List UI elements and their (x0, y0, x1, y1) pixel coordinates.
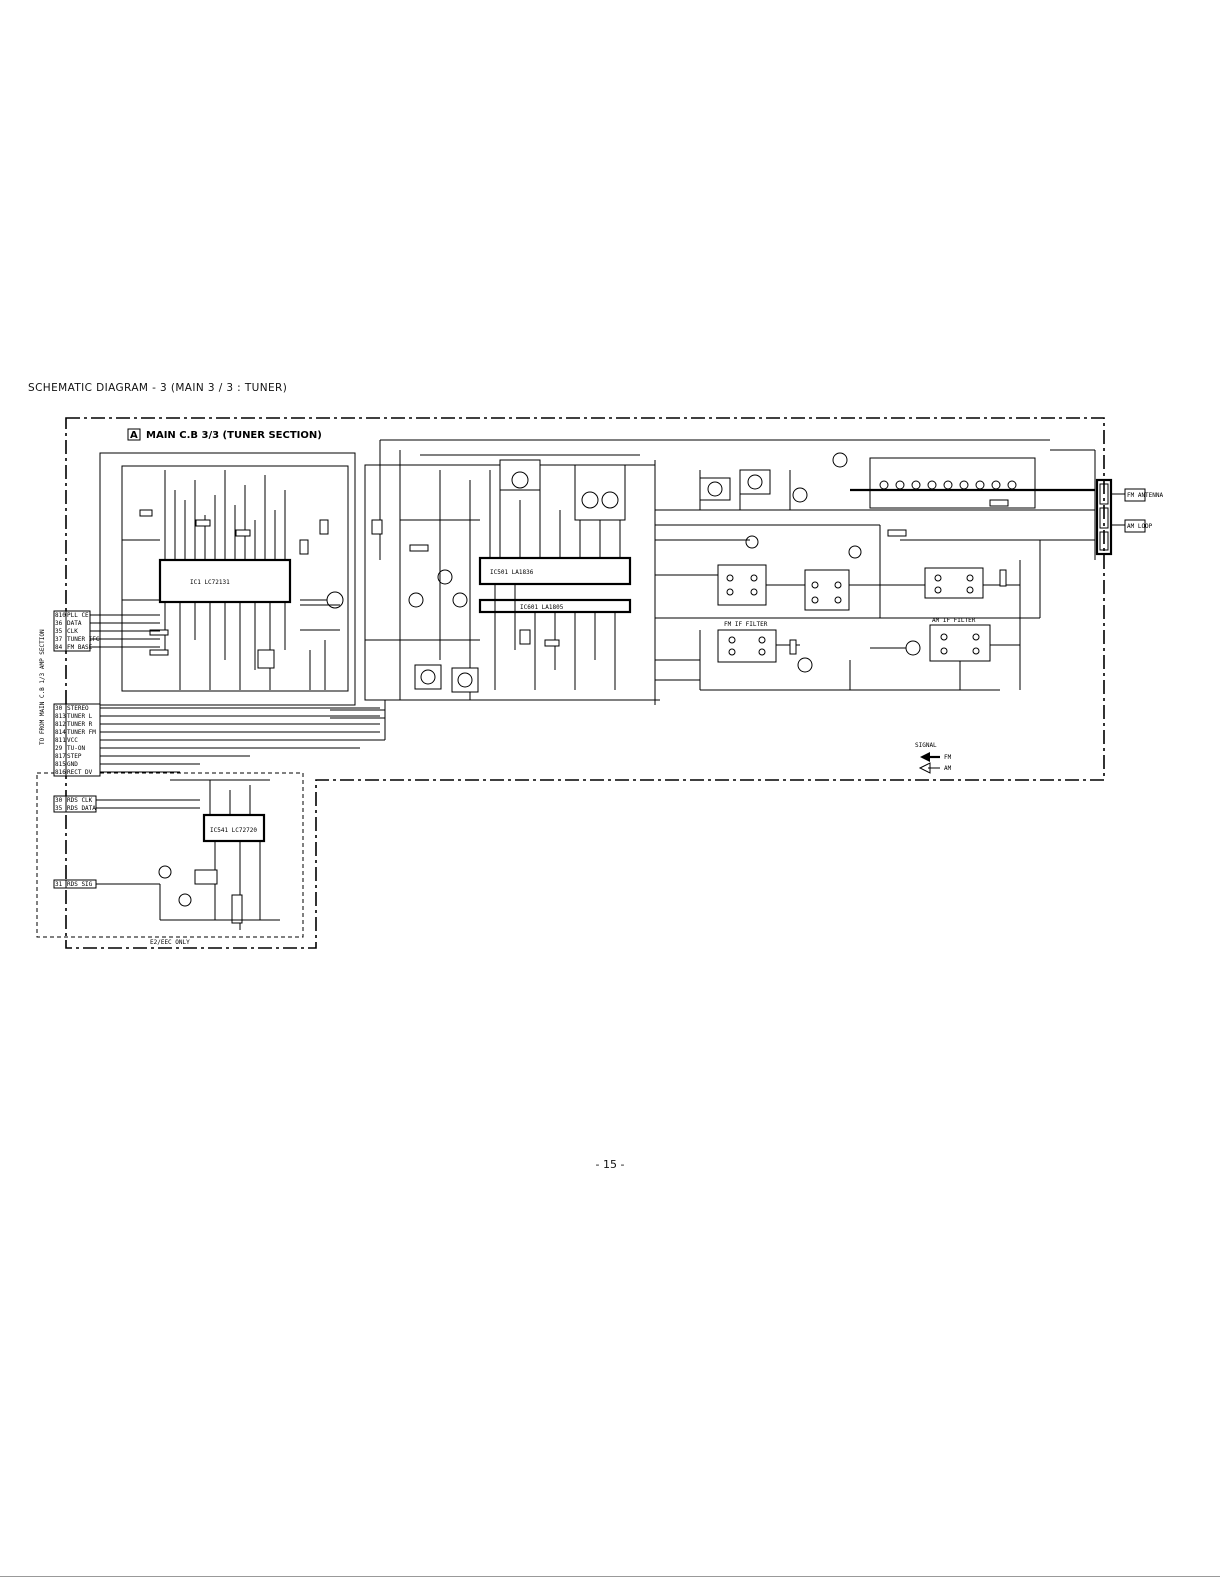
conn-pin: 30 (55, 797, 63, 804)
page-number: - 15 - (595, 1158, 625, 1171)
board-title: MAIN C.B 3/3 (TUNER SECTION) (146, 430, 322, 441)
conn-name: TUNER FM (67, 729, 96, 736)
conn-name: RDS CLK (67, 797, 93, 804)
connector-left-mid: 30 STEREO 813 TUNER L 812 TUNER R 814 TU… (53, 703, 101, 777)
left-connector-leads (90, 614, 380, 885)
conn-name: FM BASE (67, 644, 93, 651)
bus-lines (330, 700, 656, 741)
conn-pin: 35 (55, 628, 63, 635)
rds-only-label: E2/EEC ONLY (150, 939, 190, 946)
ic1-label: IC1 LC72131 (190, 579, 230, 586)
rds-wiring (158, 779, 280, 930)
if-filter-blocks: FM IF FILTER AM IF FILTER (717, 564, 991, 673)
conn-pin: 815 (55, 761, 66, 768)
frontend-wiring (300, 439, 660, 701)
fm-if-filter-label: FM IF FILTER (724, 621, 768, 628)
conn-pin: 814 (55, 729, 66, 736)
conn-pin: 37 (55, 636, 63, 643)
conn-name: TUNER R (67, 721, 93, 728)
antenna-terminals: FM ANTENNA AM LOOP (1095, 478, 1164, 556)
page-bottom-rule (0, 1576, 1220, 1577)
side-connection-label: TO FROM MAIN C.B 1/3 AMP SECTION (39, 629, 46, 745)
ic501-label: IC501 LA1836 (490, 569, 534, 576)
signal-legend-am: AM (944, 765, 952, 772)
conn-pin: 84 (55, 644, 63, 651)
conn-pin: 31 (55, 881, 63, 888)
conn-name: TUNER IFC (67, 636, 100, 643)
connector-left-top: 810 PLL CE 36 DATA 35 CLK 37 TUNER IFC 8… (53, 610, 100, 652)
conn-name: TU-ON (67, 745, 85, 752)
conn-name: PLL CE (67, 612, 89, 619)
fm-frontend-wiring (650, 439, 1096, 700)
rds-ic-label: IC541 LC72720 (210, 827, 257, 834)
pll-components (122, 509, 340, 690)
conn-name: RDS DATA (67, 805, 96, 812)
board-letter: A (130, 430, 138, 441)
conn-pin: 811 (55, 737, 66, 744)
conn-pin: 29 (55, 745, 63, 752)
ic1-pins (164, 470, 286, 690)
conn-name: RECT DV (67, 769, 93, 776)
conn-pin: 35 (55, 805, 63, 812)
am-if-filter-label: AM IF FILTER (932, 617, 976, 624)
conn-pin: 36 (55, 620, 63, 627)
ic601-label: IC601 LA1805 (520, 604, 564, 611)
board-letter-box (127, 428, 141, 441)
if-wiring (655, 499, 1095, 691)
ic501-body (478, 556, 632, 586)
pll-outer-frame (99, 452, 356, 706)
conn-name: STEP (67, 753, 82, 760)
conn-pin: 812 (55, 721, 66, 728)
conn-name: TUNER L (67, 713, 93, 720)
conn-name: GND (67, 761, 78, 768)
signal-legend-fm: FM (944, 754, 952, 761)
conn-pin: 30 (55, 705, 63, 712)
conn-name: DATA (67, 620, 82, 627)
conn-pin: 816 (55, 769, 66, 776)
conn-name: RDS SIG (67, 881, 93, 888)
signal-legend-title: SIGNAL (915, 742, 937, 749)
connector-left-bottom: 30 RDS CLK 35 RDS DATA 31 RDS SIG (53, 795, 97, 889)
conn-pin: 817 (55, 753, 66, 760)
conn-pin: 813 (55, 713, 66, 720)
fm-antenna-label: FM ANTENNA (1127, 492, 1164, 499)
signal-legend: SIGNAL FM AM (915, 742, 952, 774)
rds-section-outline (36, 772, 304, 938)
conn-name: VCC (67, 737, 78, 744)
pll-inner-frame (121, 465, 349, 692)
conn-name: STEREO (67, 705, 89, 712)
conn-pin: 810 (55, 612, 66, 619)
board-outline (65, 417, 1105, 949)
conn-name: CLK (67, 628, 78, 635)
am-loop-label: AM LOOP (1127, 523, 1153, 530)
rds-ic-body (202, 813, 266, 843)
page-title: SCHEMATIC DIAGRAM - 3 (MAIN 3 / 3 : TUNE… (28, 382, 288, 394)
